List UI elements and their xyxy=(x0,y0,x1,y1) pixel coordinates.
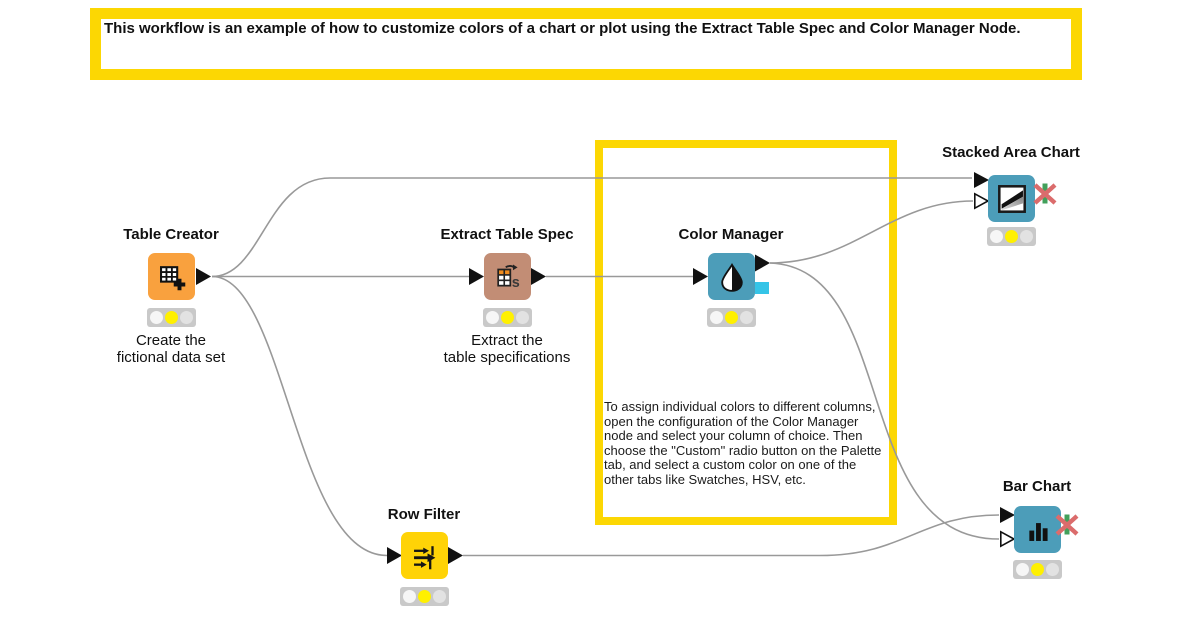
workflow-title-annotation[interactable]: This workflow is an example of how to cu… xyxy=(90,8,1082,80)
missing-node-x-icon xyxy=(1033,183,1057,205)
node-table-creator[interactable] xyxy=(148,253,195,300)
color-manager-status-light xyxy=(707,308,756,327)
stacked-area-chart-status-light xyxy=(987,227,1036,246)
node-title-color-manager: Color Manager xyxy=(678,226,784,243)
status-green-bulb xyxy=(1046,563,1059,576)
color-manager-annotation-text: To assign individual colors to different… xyxy=(604,399,882,487)
filter-rows-arrows-icon xyxy=(413,545,435,569)
status-red-bulb xyxy=(1016,563,1029,576)
bar-chart-status-light xyxy=(1013,560,1062,579)
missing-node-x-icon xyxy=(1055,514,1079,536)
node-title-table-creator: Table Creator xyxy=(123,226,219,243)
workflow-title-text: This workflow is an example of how to cu… xyxy=(104,20,1021,37)
node-title-bar-chart: Bar Chart xyxy=(1002,478,1072,495)
extract-table-spec-output-port[interactable] xyxy=(531,268,546,285)
node-desc-table-creator: Create the fictional data set xyxy=(116,332,226,366)
stacked-area-chart-optional-input-port[interactable] xyxy=(973,192,990,210)
node-color-manager[interactable] xyxy=(708,253,755,300)
bar-chart-data-input-port[interactable] xyxy=(1000,507,1015,523)
status-green-bulb xyxy=(433,590,446,603)
status-yellow-bulb xyxy=(1031,563,1044,576)
node-title-row-filter: Row Filter xyxy=(387,506,461,523)
color-manager-output-port[interactable] xyxy=(755,254,770,272)
table-creator-output-port[interactable] xyxy=(196,268,211,285)
connection-tablecreator-rowfilter[interactable] xyxy=(211,275,388,557)
node-extract-table-spec[interactable]: s xyxy=(484,253,531,300)
node-desc-extract-table-spec: Extract the table specifications xyxy=(443,332,571,366)
node-title-extract-table-spec: Extract Table Spec xyxy=(440,226,574,243)
row-filter-input-port[interactable] xyxy=(387,547,402,564)
node-row-filter[interactable] xyxy=(401,532,448,579)
svg-text:s: s xyxy=(511,274,519,290)
stacked-area-chart-data-input-port[interactable] xyxy=(974,172,989,188)
node-bar-chart[interactable] xyxy=(1014,506,1061,553)
extract-table-spec-status-light xyxy=(483,308,532,327)
color-manager-input-port[interactable] xyxy=(693,268,708,285)
status-green-bulb xyxy=(740,311,753,324)
status-yellow-bulb xyxy=(501,311,514,324)
status-red-bulb xyxy=(150,311,163,324)
color-manager-annotation-box[interactable]: To assign individual colors to different… xyxy=(595,140,897,525)
status-red-bulb xyxy=(486,311,499,324)
row-filter-output-port[interactable] xyxy=(448,547,463,564)
bar-chart-icon xyxy=(1028,522,1048,541)
connection-tablecreator-stackedareachart[interactable] xyxy=(211,177,972,278)
node-title-stacked-area-chart: Stacked Area Chart xyxy=(942,144,1080,161)
row-filter-status-light xyxy=(400,587,449,606)
color-manager-color-model-port[interactable] xyxy=(755,282,769,294)
table-creator-status-light xyxy=(147,308,196,327)
connection-colormanager-stackedareachart[interactable] xyxy=(769,200,974,264)
status-yellow-bulb xyxy=(165,311,178,324)
status-yellow-bulb xyxy=(418,590,431,603)
stacked-area-icon xyxy=(997,184,1026,213)
status-red-bulb xyxy=(403,590,416,603)
connection-colormanager-barchart[interactable] xyxy=(769,262,1000,540)
bar-chart-optional-input-port[interactable] xyxy=(999,530,1016,548)
table-plus-icon xyxy=(159,265,185,290)
status-yellow-bulb xyxy=(1005,230,1018,243)
status-red-bulb xyxy=(710,311,723,324)
status-green-bulb xyxy=(180,311,193,324)
status-green-bulb xyxy=(1020,230,1033,243)
status-yellow-bulb xyxy=(725,311,738,324)
node-stacked-area-chart[interactable] xyxy=(988,175,1035,222)
table-spec-s-icon: s xyxy=(496,264,519,290)
status-red-bulb xyxy=(990,230,1003,243)
connection-rowfilter-barchart[interactable] xyxy=(463,514,1000,557)
extract-table-spec-input-port[interactable] xyxy=(469,268,484,285)
status-green-bulb xyxy=(516,311,529,324)
droplet-icon xyxy=(720,262,743,292)
